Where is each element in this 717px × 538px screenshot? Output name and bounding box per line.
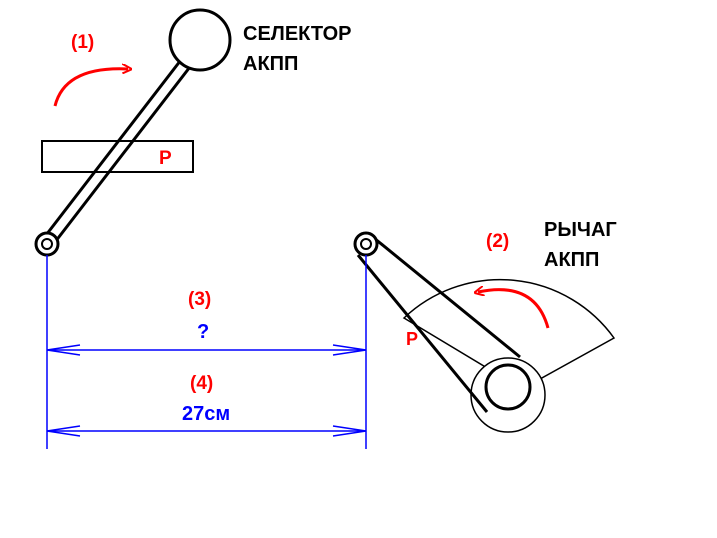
known-distance-label: 27см (182, 403, 230, 425)
step-3-label: (3) (188, 289, 211, 310)
selector-title-line1: СЕЛЕКТОР (243, 23, 351, 45)
selector-park-mark: P (159, 148, 172, 169)
lever-title-line1: РЫЧАГ (544, 219, 617, 241)
selector-pivot-hole (41, 238, 53, 250)
lever-bar-edge-b (356, 254, 489, 413)
selector-assembly: P (34, 8, 232, 257)
selector-gate (41, 140, 194, 173)
lever-hub-inner (484, 363, 532, 411)
lever-assembly: P (353, 231, 616, 433)
step-2-label: (2) (486, 231, 509, 252)
step-1-label: (1) (71, 32, 94, 53)
lever-pivot-hole (360, 238, 372, 250)
selector-title-line2: АКПП (243, 53, 298, 75)
unknown-distance-label: ? (197, 321, 209, 343)
step-4-label: (4) (190, 373, 213, 394)
lever-rotation-arrow (478, 290, 550, 329)
lever-title-line2: АКПП (544, 249, 599, 271)
lever-park-mark: P (406, 329, 418, 349)
dimension-known-arrow-left (46, 425, 81, 437)
dimension-known-arrow-right (332, 425, 367, 437)
selector-shaft-line-b (50, 49, 205, 247)
dimension-lines (46, 255, 367, 449)
selector-rotation-arrow (53, 69, 128, 107)
dimension-unknown-arrow-left (46, 344, 81, 356)
lever-sector (402, 278, 616, 390)
lever-bar-edge-a (373, 236, 521, 359)
selector-knob (168, 8, 232, 72)
dimension-unknown-arrow-right (332, 344, 367, 356)
